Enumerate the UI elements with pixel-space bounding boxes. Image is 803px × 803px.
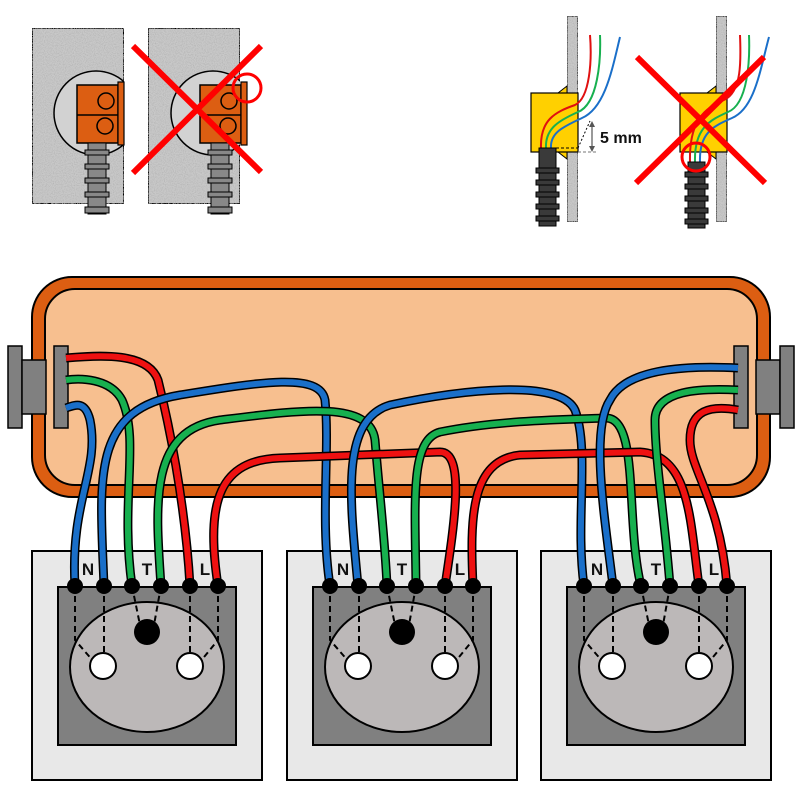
terminal-label-neutral: N <box>337 560 349 579</box>
wire-neutral <box>346 385 589 587</box>
earth-pin <box>389 619 415 645</box>
cable-gland-left <box>7 345 69 429</box>
terminal-label-live: L <box>455 560 465 579</box>
earth-pin <box>643 619 669 645</box>
terminal-label-earth: T <box>142 560 153 579</box>
terminal-label-live: L <box>709 560 719 579</box>
socket-face <box>69 601 225 733</box>
live-hole <box>431 652 459 680</box>
socket-1 <box>31 550 263 781</box>
wire-live <box>209 447 461 587</box>
terminal-label-neutral: N <box>82 560 94 579</box>
wire-live <box>685 403 739 587</box>
terminal-label-neutral: N <box>591 560 603 579</box>
terminal <box>408 578 424 594</box>
wire-live <box>467 447 704 587</box>
terminal <box>96 578 112 594</box>
detail-correct-sheath: 5 mm <box>530 15 642 227</box>
terminal <box>210 578 226 594</box>
wire-neutral <box>595 362 739 587</box>
detail-wrong-mount <box>130 27 264 215</box>
detail-wrong-sheath <box>633 15 770 229</box>
terminal <box>662 578 678 594</box>
neutral-hole <box>89 652 117 680</box>
socket-face <box>578 601 734 733</box>
wire-earth <box>410 413 646 588</box>
terminal <box>351 578 367 594</box>
wrong-cross-icon <box>130 43 264 176</box>
wire-earth <box>153 406 392 587</box>
socket-face <box>324 601 480 733</box>
terminal <box>182 578 198 594</box>
socket-3 <box>540 550 772 781</box>
earth-pin <box>134 619 160 645</box>
live-hole <box>176 652 204 680</box>
detail-correct-mount <box>31 27 125 215</box>
wires <box>64 351 739 588</box>
wire-live <box>65 351 195 587</box>
terminal-label-earth: T <box>651 560 662 579</box>
connector-block <box>76 84 119 144</box>
neutral-hole <box>598 652 626 680</box>
terminal <box>437 578 453 594</box>
terminal <box>605 578 621 594</box>
terminal <box>67 578 83 594</box>
terminal-label-live: L <box>200 560 210 579</box>
terminal <box>576 578 592 594</box>
socket-2 <box>286 550 518 781</box>
wire-neutral <box>64 400 97 587</box>
wrong-cross-icon <box>633 54 768 186</box>
terminal-label-earth: T <box>397 560 408 579</box>
terminal <box>691 578 707 594</box>
terminal <box>153 578 169 594</box>
wire-neutral <box>97 377 335 587</box>
terminal <box>379 578 395 594</box>
conduit <box>84 142 110 215</box>
terminal <box>719 578 735 594</box>
live-hole <box>685 652 713 680</box>
terminal <box>124 578 140 594</box>
terminal <box>633 578 649 594</box>
terminal <box>322 578 338 594</box>
dimension-label: 5 mm <box>600 130 642 147</box>
neutral-hole <box>344 652 372 680</box>
terminal <box>465 578 481 594</box>
wire-earth <box>650 384 739 587</box>
